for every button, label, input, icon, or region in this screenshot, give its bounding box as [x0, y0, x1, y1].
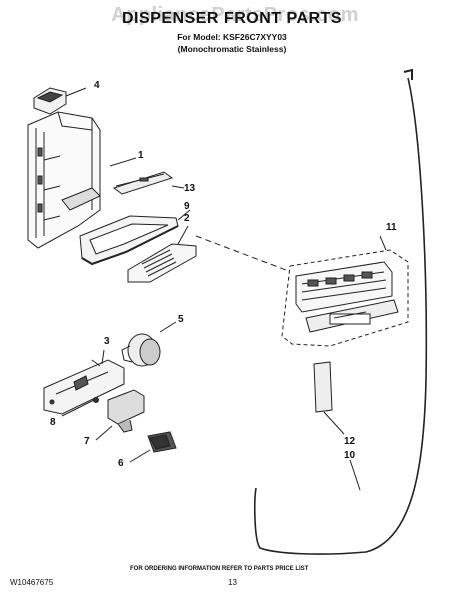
part-5-motor [121, 321, 177, 367]
callout-10: 10 [344, 450, 356, 461]
part-13-lens [112, 171, 185, 195]
part-4-bracket [33, 87, 87, 115]
variant-line: (Monochromatic Stainless) [177, 44, 287, 54]
model-line: For Model: KSF26C7XYY03 [177, 32, 287, 42]
page-title: DISPENSER FRONT PARTS [122, 10, 342, 27]
ordering-note: FOR ORDERING INFORMATION REFER TO PARTS … [130, 566, 309, 572]
callout-12: 12 [344, 436, 356, 447]
callout-8: 8 [50, 417, 56, 428]
callout-6: 6 [118, 458, 124, 469]
callout-1: 1 [138, 150, 144, 161]
part-9-tray-frame [79, 209, 191, 266]
part-10-tube [254, 68, 428, 555]
part-3-bracket-plate [43, 349, 125, 415]
part-2-drip-grille [127, 225, 197, 283]
part-6-button-pad [129, 431, 177, 463]
watermark-text: AppliancePartsPros.com [111, 4, 359, 26]
part-7-actuator [61, 389, 145, 441]
page-number: 13 [228, 578, 237, 587]
dispenser-housing [27, 111, 101, 249]
callout-11: 11 [386, 222, 397, 233]
part-11-control-panel [195, 235, 409, 347]
callout-3: 3 [104, 336, 110, 347]
callout-13: 13 [184, 183, 196, 194]
callout-5: 5 [178, 314, 184, 325]
callout-7: 7 [84, 436, 90, 447]
part-12-pad [313, 361, 345, 435]
callout-9: 9 [184, 201, 190, 212]
callout-4: 4 [94, 80, 100, 91]
document-number: W10467675 [10, 578, 54, 587]
leader-1 [109, 157, 137, 167]
callout-2: 2 [184, 213, 190, 224]
